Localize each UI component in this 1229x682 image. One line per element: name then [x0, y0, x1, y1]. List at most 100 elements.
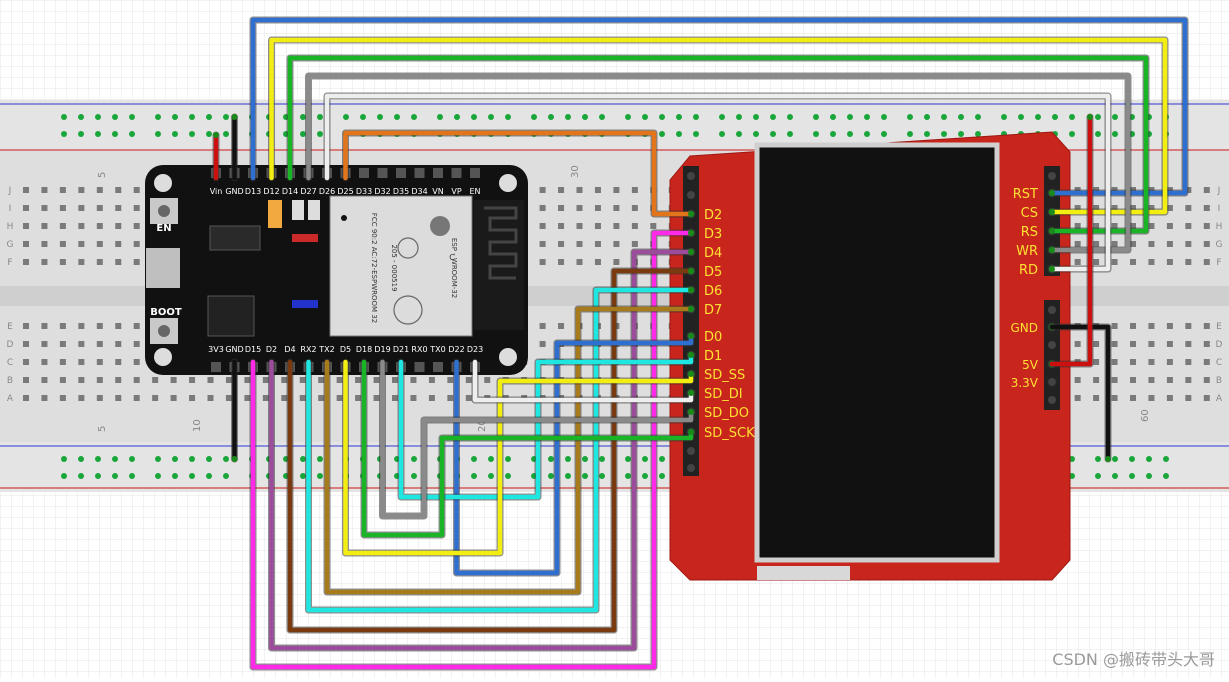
tft-left-pin-label: D1 — [704, 349, 722, 364]
tft-right-pin-label: RD — [1019, 263, 1038, 278]
usb-chip — [207, 295, 255, 337]
esp-top-pin-label: D14 — [282, 187, 298, 196]
esp-top-pin — [414, 168, 425, 178]
tft-left-pin-label: SD_SS — [704, 368, 745, 383]
tft-screen — [754, 142, 1000, 563]
row-letter: E — [1216, 322, 1222, 332]
module-text: C — [449, 253, 455, 262]
wire-d27-wr — [306, 73, 1131, 253]
tft-left-pin-label: D6 — [704, 284, 722, 299]
esp-top-pin — [359, 168, 369, 178]
esp-top-pin-label: D33 — [356, 187, 372, 196]
capacitor — [268, 200, 282, 228]
wire-tft-5v — [1049, 114, 1093, 367]
tft-left-pin-label: D5 — [704, 265, 722, 280]
wire-tx2-d7 — [324, 306, 694, 595]
esp-top-pin — [377, 168, 388, 178]
wire-d22-d0 — [454, 333, 694, 576]
tft-left-pin-label: D4 — [704, 246, 722, 261]
row-letter: H — [1216, 222, 1223, 232]
row-letter: A — [7, 394, 14, 404]
esp-top-pin-label: D32 — [374, 187, 390, 196]
tft-left-pin-label: SD_SCK — [704, 426, 755, 441]
boot-label: BOOT — [150, 307, 182, 318]
esp-top-pin-label: D34 — [411, 187, 427, 196]
esp-bottom-pin-label: D2 — [266, 345, 277, 354]
tft-shield — [669, 131, 1071, 581]
tft-left-pin-label: D0 — [704, 330, 722, 345]
en-label: EN — [156, 223, 171, 234]
tft-connector — [757, 566, 850, 580]
wire-d15-d3 — [250, 230, 694, 670]
esp-top-pin-label: D12 — [263, 187, 279, 196]
row-letter: B — [7, 376, 13, 386]
column-number: 20 — [477, 419, 488, 432]
tft-right-pin-label: CS — [1021, 206, 1038, 221]
watermark: CSDN @搬砖带头大哥 — [1052, 650, 1215, 669]
esp-top-pin-label: D25 — [337, 187, 353, 196]
row-letter: D — [1216, 340, 1223, 350]
esp-bottom-pin — [433, 362, 443, 372]
row-letter: H — [7, 222, 14, 232]
tft-right-pin-label: 3.3V — [1011, 376, 1039, 390]
column-number: 5 — [97, 426, 108, 432]
wire-d4-d5 — [287, 268, 694, 633]
tft-right-pin-label: GND — [1010, 321, 1038, 335]
row-letter: F — [1216, 258, 1221, 268]
row-letter: I — [1218, 204, 1221, 214]
wire-d25-d2 — [343, 130, 694, 217]
esp-bottom-pin-label: TX2 — [318, 345, 334, 354]
tft-left-pin-label: SD_DO — [704, 406, 749, 421]
tft-right-pin-label: RST — [1013, 187, 1038, 202]
tft-right-pin-label: 5V — [1022, 358, 1039, 372]
tft-left-pin-label: D3 — [704, 227, 722, 242]
esp-bottom-pin-label: D23 — [467, 345, 483, 354]
esp-bottom-pin-label: TX0 — [429, 345, 445, 354]
wroom-module — [329, 195, 473, 337]
tft-left-pin-label: D2 — [704, 208, 722, 223]
tft-left-pin-label: D7 — [704, 303, 722, 318]
wire-d18-sdsck — [361, 359, 694, 538]
esp-top-pin-label: D13 — [245, 187, 261, 196]
esp-bottom-pin — [414, 362, 425, 372]
esp-bottom-pin-label: D18 — [356, 345, 372, 354]
wire-d19-sddo — [380, 359, 694, 519]
row-letter: F — [7, 258, 12, 268]
usb-port — [146, 248, 180, 288]
esp-bottom-pin-label: RX0 — [411, 345, 427, 354]
row-letter: B — [1216, 376, 1222, 386]
wires-over — [212, 16, 1189, 671]
tft-right-pin-label: WR — [1016, 244, 1038, 259]
esp-top-pin-label: VN — [432, 187, 443, 196]
esp-bottom-pin-label: RX2 — [300, 345, 316, 354]
column-number: 5 — [97, 172, 108, 178]
esp-top-pin-label: GND — [225, 187, 243, 196]
row-letter: G — [1216, 240, 1223, 250]
esp-top-pin — [396, 168, 406, 178]
esp-top-pin-label: EN — [469, 187, 480, 196]
esp-top-pin — [433, 168, 443, 178]
esp-bottom-pin-label: D15 — [245, 345, 261, 354]
esp-bottom-pin-label: D4 — [284, 345, 295, 354]
wire-d23-sddi — [472, 359, 694, 403]
wire-d5-sdss — [343, 359, 694, 556]
wire-rx2-d6 — [306, 287, 694, 613]
esp-bottom-pin-label: GND — [225, 345, 243, 354]
esp-top-pin-label: D35 — [393, 187, 409, 196]
tft-right-header-top — [1044, 166, 1060, 276]
wire-d2-d4 — [269, 249, 694, 651]
row-letter: G — [7, 240, 14, 250]
esp-top-pin-label: D27 — [300, 187, 316, 196]
wire-tft-gnd — [1049, 324, 1111, 462]
row-letter: C — [1216, 358, 1222, 368]
esp-top-pin — [451, 168, 462, 178]
row-letter: E — [7, 322, 13, 332]
esp-top-pin-label: Vin — [210, 187, 223, 196]
column-number: 60 — [1140, 409, 1151, 422]
column-number: 10 — [192, 419, 203, 432]
module-text: FCC 90:2 AC:72-ESPWROOM 32 — [370, 213, 378, 323]
row-letter: D — [7, 340, 14, 350]
